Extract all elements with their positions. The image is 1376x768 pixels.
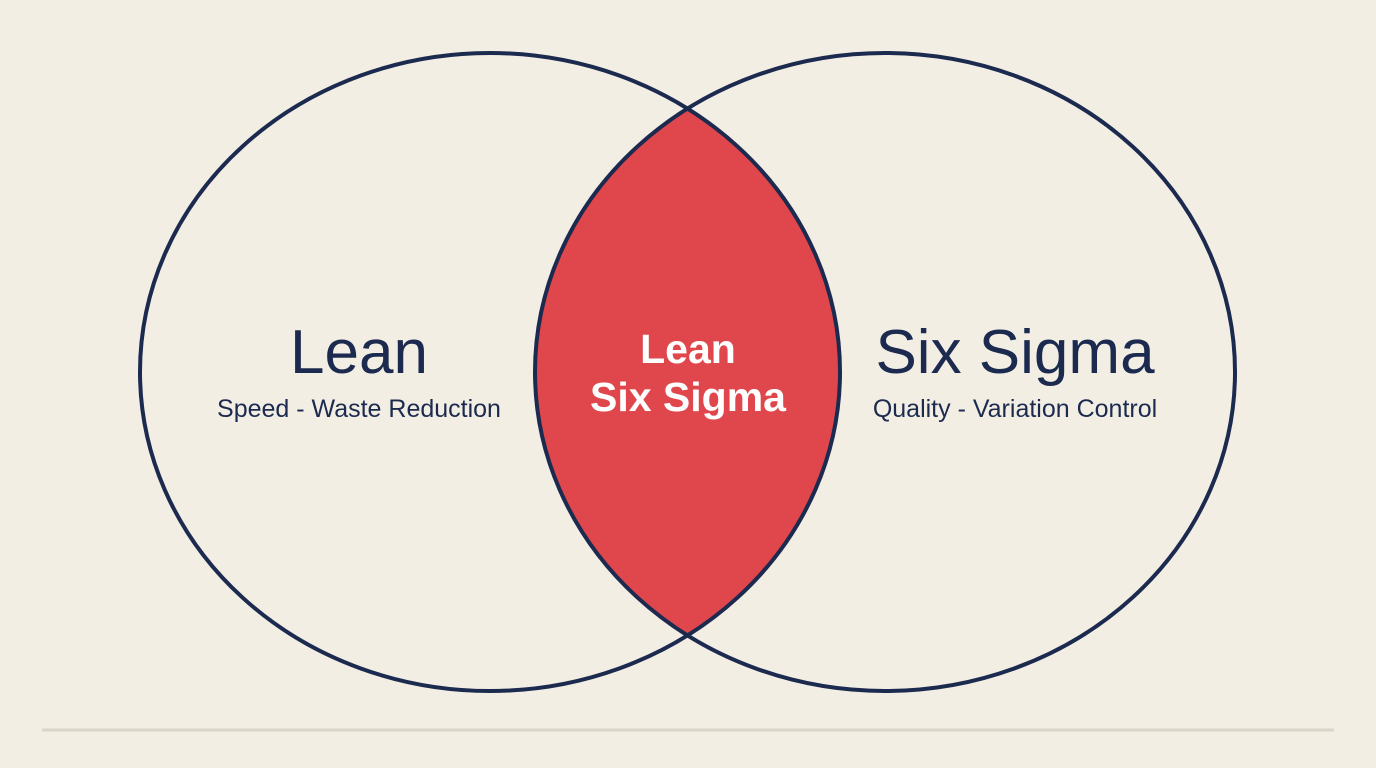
six-sigma-title: Six Sigma xyxy=(875,318,1155,387)
lean-subtitle: Speed - Waste Reduction xyxy=(217,395,501,423)
overlap-label: Lean Six Sigma xyxy=(563,325,813,421)
six-sigma-subtitle: Quality - Variation Control xyxy=(872,395,1158,423)
overlap-label-line1: Lean xyxy=(640,326,736,372)
lean-title: Lean xyxy=(290,318,428,387)
overlap-region xyxy=(535,53,840,691)
overlap-label-line2: Six Sigma xyxy=(590,374,786,420)
lean-circle xyxy=(138,51,842,693)
six-sigma-circle xyxy=(533,51,1237,693)
